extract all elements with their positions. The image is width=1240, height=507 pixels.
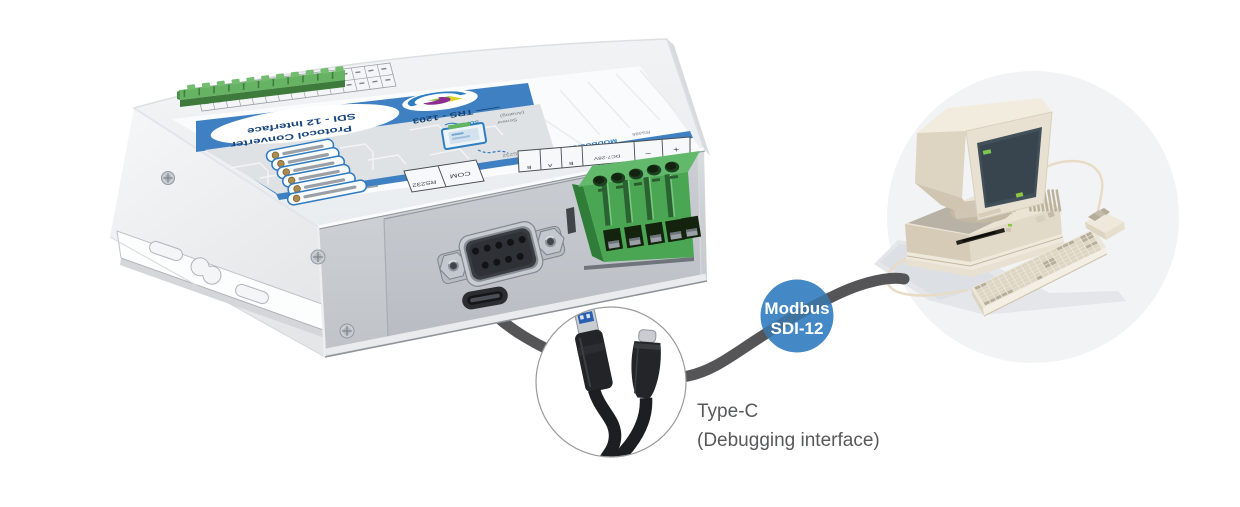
svg-text:B: B (568, 160, 573, 165)
svg-text:Modbus: Modbus (764, 299, 829, 318)
svg-text:Sensor: Sensor (496, 117, 517, 125)
svg-text:(Analog): (Analog) (499, 110, 524, 118)
svg-text:+: + (672, 144, 680, 154)
svg-text:RS232: RS232 (411, 179, 436, 188)
svg-text:Type-C: Type-C (697, 401, 758, 422)
svg-text:RS232: RS232 (502, 150, 522, 158)
svg-text:SDI-12: SDI-12 (771, 319, 824, 338)
svg-text:RS485: RS485 (631, 129, 650, 136)
svg-text:−: − (644, 148, 652, 158)
svg-text:(Debugging interface): (Debugging interface) (697, 430, 880, 451)
svg-text:COM: COM (449, 170, 471, 180)
svg-text:A: A (547, 162, 552, 167)
svg-text:DC7-28V: DC7-28V (593, 153, 620, 160)
svg-text:B: B (526, 164, 531, 169)
